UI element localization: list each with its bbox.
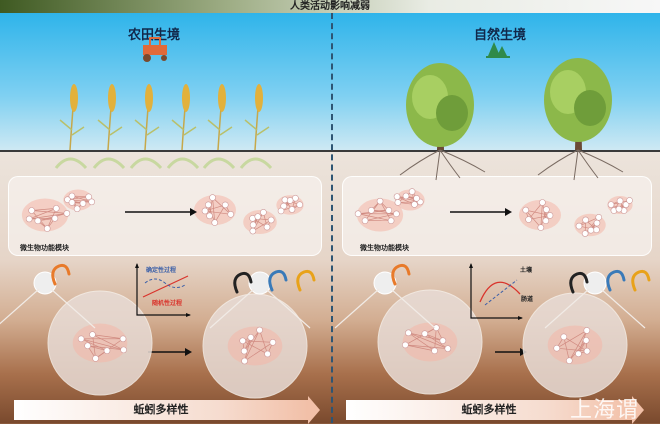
earthworm-icon	[393, 265, 409, 284]
wheat-plant	[204, 84, 234, 168]
wheat-plant	[168, 84, 198, 168]
tree	[400, 63, 485, 180]
soil-label: 土壤	[520, 265, 532, 274]
microbial-network	[607, 196, 632, 214]
earthworm-icon	[270, 271, 286, 290]
wheat-plant	[131, 84, 161, 168]
arrow	[148, 348, 192, 356]
microbial-network	[243, 209, 277, 234]
microbial-network	[194, 195, 236, 226]
earthworm-icon	[53, 265, 69, 284]
wheat-plant	[241, 84, 271, 168]
microbial-network	[22, 199, 70, 232]
tree	[538, 58, 623, 180]
earthworm-icon	[633, 271, 649, 290]
microbial-network	[228, 327, 283, 366]
watermark: 上海谓	[570, 392, 639, 424]
arrow	[450, 208, 512, 216]
microbial-network	[73, 324, 128, 363]
microbial-network	[63, 190, 94, 212]
soil-gut-chart	[469, 263, 523, 320]
deterministic-label: 确定性过程	[146, 265, 176, 274]
arrow	[495, 348, 527, 356]
microbial-network	[519, 199, 561, 230]
stochastic-label: 随机性过程	[152, 298, 182, 307]
gut-label: 肠道	[521, 294, 533, 303]
tractor-icon	[143, 38, 167, 62]
microbial-network	[402, 323, 457, 362]
arrow	[125, 208, 197, 216]
farmland-diversity-arrow: 蚯蚓多样性	[14, 400, 308, 420]
microbial-network	[276, 195, 303, 215]
earthworm-icon	[298, 271, 314, 290]
wheat-plant	[94, 84, 124, 168]
earthworm-icon	[608, 271, 624, 290]
forest-icon	[486, 42, 510, 58]
wheat-plant	[56, 84, 86, 168]
microbial-network	[574, 214, 606, 237]
farmland-diversity-label: 蚯蚓多样性	[14, 400, 308, 420]
microbial-network	[548, 326, 603, 365]
